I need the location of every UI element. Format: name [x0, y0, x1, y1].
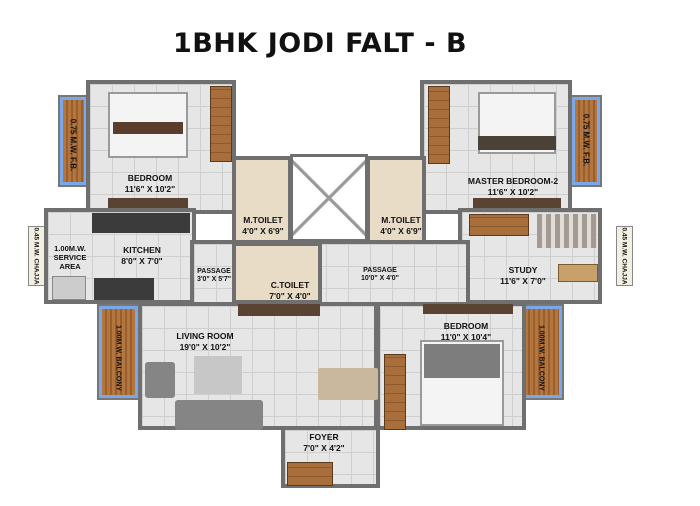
master-tv-unit-icon [473, 198, 561, 208]
room-name: C.TOILET [270, 280, 310, 290]
room-name: BEDROOM [443, 321, 489, 331]
chajja-left-label: 0.45 M.W. CHAJJA [32, 227, 40, 285]
room-size: 7'0" X 4'0" [269, 291, 311, 301]
balcony-right-label: 1.00M.W. BALCONY [537, 324, 545, 392]
bedroom-wardrobe-icon [384, 354, 406, 430]
room-size: 4'0" X 6'9" [380, 226, 422, 236]
wardrobe-icon [210, 86, 232, 162]
room-name: STUDY [508, 265, 538, 275]
room-size: 3'0" X 5'7" [196, 276, 232, 283]
master-wardrobe-icon [428, 86, 450, 164]
room-size: 11'6" X 10'2" [124, 184, 176, 194]
room-name: M.TOILET [243, 215, 283, 225]
stair-lift-shaft [290, 154, 368, 242]
chajja-right-label: 0.45 M.W. CHAJJA [620, 227, 628, 285]
sink-counter-icon [94, 278, 154, 300]
m-toilet-right-room [366, 156, 426, 244]
kitchen-counter-icon [92, 213, 190, 233]
room-size: 4'0" X 6'9" [242, 226, 284, 236]
room-name: KITCHEN [123, 245, 161, 255]
bed-runner-icon [113, 122, 183, 134]
blanket-icon [424, 344, 500, 378]
coffee-table-icon [194, 356, 242, 394]
study-desk-icon [558, 264, 598, 282]
chajja-right [616, 226, 633, 286]
fb-right-label: 0.75 M.W. F.B. [581, 113, 591, 167]
study-cabinet-icon [469, 214, 529, 236]
bedroom-tv-unit-icon [423, 304, 513, 314]
fb-right [570, 95, 602, 187]
room-name: MASTER BEDROOM-2 [467, 176, 559, 186]
washing-machine-icon [52, 276, 86, 300]
room-size: 11'6" X 10'2" [487, 187, 539, 197]
room-name: PASSAGE [363, 267, 397, 274]
balcony-left-label: 1.00M.W. BALCONY [114, 324, 122, 392]
room-size: 8'0" X 7'0" [121, 256, 163, 266]
balcony-left [97, 304, 140, 400]
sofa-icon [175, 400, 263, 430]
room-size: 10'0" X 4'0" [361, 275, 399, 282]
shoe-rack-icon [287, 462, 333, 486]
room-name: FOYER [309, 432, 339, 442]
dining-table-icon [318, 368, 378, 400]
room-name: LIVING ROOM [176, 331, 234, 341]
room-size: 7'0" X 4'2" [303, 443, 345, 453]
living-tv-unit-icon [238, 304, 320, 316]
tv-unit-icon [108, 198, 188, 208]
room-size: 19'0" X 10'2" [179, 342, 231, 352]
master-bed-runner-icon [478, 136, 556, 150]
service-area-label: 1.00M.W. SERVICE AREA [53, 244, 87, 271]
room-name: PASSAGE [197, 268, 231, 275]
room-size: 11'6" X 7'0" [500, 276, 546, 286]
fb-left-label: 0.75 M.W. F.B. [68, 118, 78, 172]
room-size: 11'0" X 10'4" [440, 332, 492, 342]
armchair-icon [145, 362, 175, 398]
foyer-room [281, 426, 380, 488]
plan-title: 1BHK JODI FALT - B [172, 28, 468, 59]
room-name: M.TOILET [381, 215, 421, 225]
study-bed-icon [537, 214, 597, 248]
room-name: BEDROOM [127, 173, 173, 183]
fb-left [58, 95, 89, 187]
